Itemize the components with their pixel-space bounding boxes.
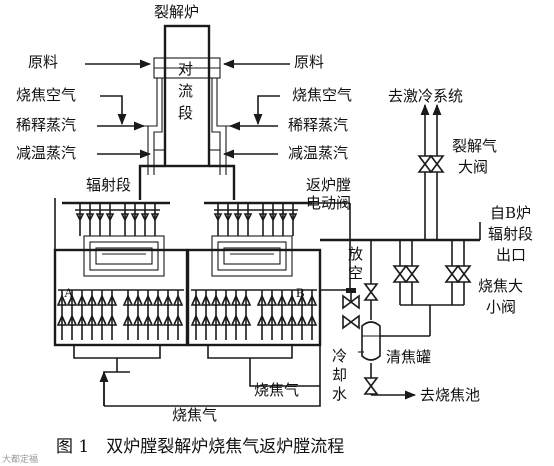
label-convection-1: 对 bbox=[178, 60, 193, 78]
vent-valve bbox=[363, 283, 379, 301]
label-decoke-gas-1: 烧焦气 bbox=[254, 381, 299, 399]
clean-coke-tank bbox=[358, 321, 417, 400]
label-to-quench: 去激冷系统 bbox=[388, 87, 463, 105]
burner-arrows-b bbox=[190, 294, 318, 326]
label-furnace-b: B bbox=[296, 285, 305, 300]
radiant-header-left bbox=[62, 201, 170, 277]
label-cooling-water-2: 却 bbox=[332, 366, 347, 384]
label-cooling-water-1: 冷 bbox=[332, 347, 347, 365]
inlet-arrows bbox=[85, 59, 290, 159]
label-from-b-2: 辐射段 bbox=[488, 225, 533, 243]
label-dilution-steam-left: 稀释蒸汽 bbox=[16, 116, 76, 134]
return-motor-valve bbox=[342, 288, 360, 310]
label-return-valve-2: 电动阀 bbox=[306, 194, 351, 212]
label-dilution-steam-right: 稀释蒸汽 bbox=[288, 116, 348, 134]
decoke-valve-3 bbox=[444, 265, 460, 283]
decoke-valve-2 bbox=[404, 265, 420, 283]
burners-a bbox=[58, 289, 184, 340]
label-radiant-section: 辐射段 bbox=[86, 176, 131, 194]
label-return-valve-1: 返炉膛 bbox=[306, 176, 351, 194]
label-feed-left: 原料 bbox=[28, 53, 58, 71]
label-clean-coke-tank: 清焦罐 bbox=[386, 348, 431, 366]
label-decoke-valves-1: 烧焦大 bbox=[478, 277, 523, 295]
burner-arrows-a bbox=[56, 294, 184, 326]
figure-caption: 图 1 双炉膛裂解炉烧焦气返炉膛流程 bbox=[56, 437, 344, 457]
radiant-header-right bbox=[204, 201, 312, 277]
decoke-valve-4 bbox=[456, 265, 472, 283]
label-to-coke-pit: 去烧焦池 bbox=[420, 386, 480, 404]
label-vent-1: 放 bbox=[348, 245, 363, 263]
decoke-valve-1 bbox=[392, 265, 408, 283]
label-furnace-a: A bbox=[64, 285, 74, 300]
label-cooling-water-3: 水 bbox=[332, 385, 347, 403]
label-coke-air-right: 烧焦空气 bbox=[292, 86, 352, 104]
label-cracked-gas-valve-1: 裂解气 bbox=[452, 137, 497, 155]
return-motor-valve-lower bbox=[342, 314, 360, 330]
label-decoke-gas-2: 烧焦气 bbox=[172, 406, 217, 424]
label-cracked-gas-valve-2: 大阀 bbox=[458, 158, 488, 176]
cracked-gas-valve-right bbox=[429, 155, 445, 173]
label-convection-3: 段 bbox=[178, 104, 193, 122]
label-coke-air-left: 烧焦空气 bbox=[16, 86, 76, 104]
label-feed-right: 原料 bbox=[294, 53, 324, 71]
label-from-b-3: 出口 bbox=[496, 246, 526, 264]
label-decoke-valves-2: 小阀 bbox=[486, 298, 516, 316]
watermark: 大都定福 bbox=[2, 453, 38, 465]
cracked-gas-valve-left bbox=[417, 155, 433, 173]
label-from-b-1: 自B炉 bbox=[490, 204, 531, 222]
label-convection-2: 流 bbox=[178, 82, 193, 100]
label-desuperheat-left: 减温蒸汽 bbox=[16, 144, 76, 162]
furnace-title: 裂解炉 bbox=[154, 3, 199, 21]
label-vent-2: 空 bbox=[348, 264, 363, 282]
label-desuperheat-right: 减温蒸汽 bbox=[288, 144, 348, 162]
valves bbox=[342, 155, 472, 330]
